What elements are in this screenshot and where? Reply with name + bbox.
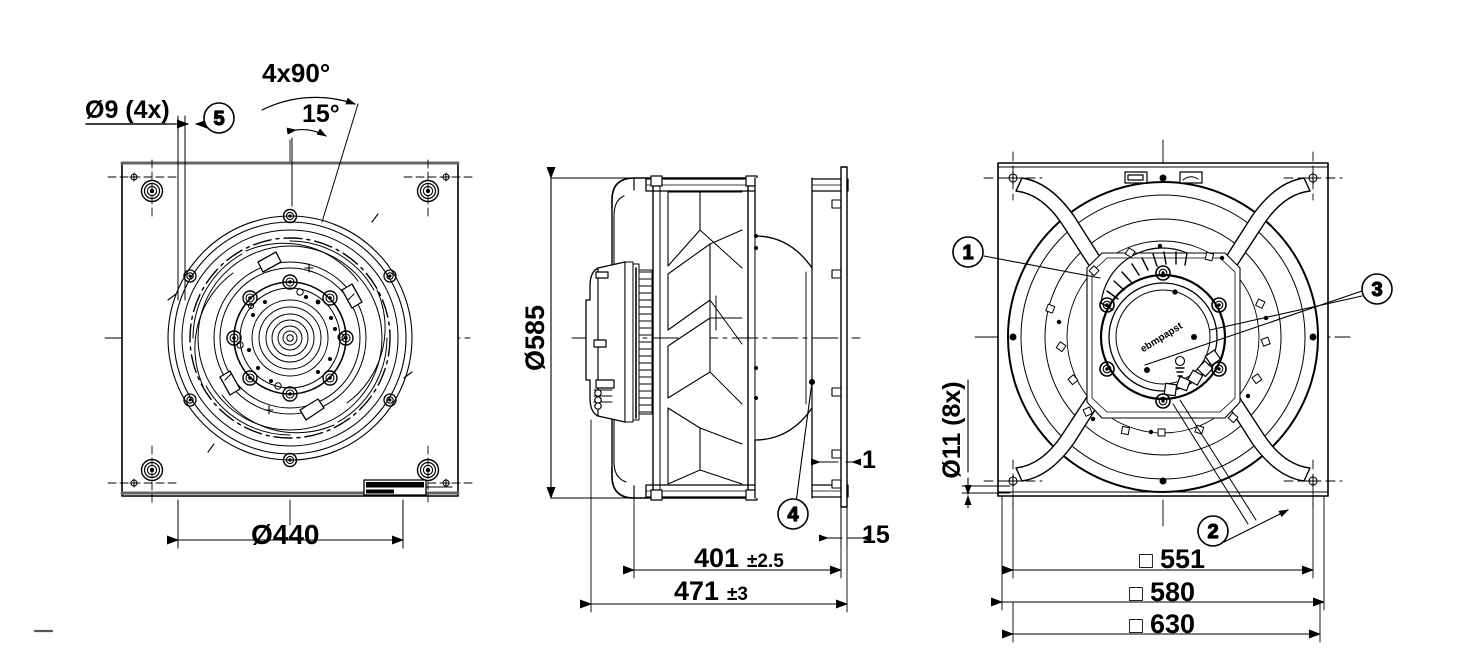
rear-motor: ebmpapst: [1099, 247, 1227, 409]
label-dia585: Ø585: [520, 305, 550, 371]
label-15: 15: [862, 521, 890, 549]
front-nameplate: [363, 479, 453, 496]
front-corner-holes: [107, 159, 473, 503]
side-dim-thk1: [811, 454, 861, 471]
balloon-4-label: 4: [787, 504, 799, 526]
label-471-tol: ±3: [727, 584, 748, 605]
balloon-3: 3: [1144, 273, 1393, 366]
front-ring-ticks: [167, 213, 413, 453]
label-dia9-4x: Ø9 (4x): [85, 96, 170, 124]
side-dim-15: [819, 506, 871, 546]
label-sq-630: 630: [1150, 609, 1195, 639]
rear-housing-circle: [1007, 181, 1319, 493]
label-401-tol: ±2.5: [747, 551, 784, 572]
side-motor: [585, 261, 653, 423]
label-sq-551: 551: [1160, 544, 1205, 574]
rear-dim-squares: [991, 495, 1325, 643]
balloon-3-label: 3: [1371, 279, 1382, 301]
rear-dim-dia11: [961, 379, 1011, 509]
label-dia440: Ø440: [251, 519, 320, 550]
side-dim-dia585: [546, 167, 641, 499]
rear-housing-details: [1045, 171, 1271, 437]
side-dim-471: [580, 419, 848, 613]
label-sq-551-symbol: □: [1139, 547, 1153, 573]
front-dim-dia440: [167, 499, 404, 549]
side-mounting-plate: [840, 166, 848, 508]
front-impeller-blades: [192, 240, 388, 436]
side-dim-401: [623, 497, 842, 579]
label-sq-580: 580: [1150, 577, 1195, 607]
balloon-1-label: 1: [962, 242, 973, 264]
side-fastener-details: [754, 199, 842, 489]
front-hub-fasteners: [226, 274, 354, 402]
front-view-group: 5: [85, 96, 473, 549]
label-401: 401: [694, 543, 739, 573]
front-outer-fasteners: [183, 208, 397, 468]
front-hub-detail-dots: [247, 295, 337, 383]
balloon-2: 2: [1172, 399, 1289, 547]
label-thk1: 1: [862, 446, 876, 474]
front-hub-detail-rings: [236, 288, 345, 390]
side-blades: [667, 191, 743, 485]
label-15deg: 15°: [302, 100, 340, 128]
rear-view-group: ebmpapst: [952, 139, 1393, 643]
balloon-4: 4: [777, 379, 815, 530]
label-sq-580-symbol: □: [1129, 580, 1143, 606]
balloon-1: 1: [952, 236, 1101, 279]
label-4x90: 4x90°: [262, 58, 330, 88]
label-471: 471: [674, 576, 719, 606]
balloon-5-label: 5: [213, 108, 224, 130]
label-dia11-8x: Ø11 (8x): [938, 381, 966, 478]
balloon-2-label: 2: [1207, 521, 1218, 543]
rear-frame-holes: [983, 151, 1343, 509]
balloon-5: 5: [203, 102, 235, 134]
side-struts: [650, 175, 758, 501]
side-view-group: 4: [546, 166, 871, 613]
label-sq-630-symbol: □: [1129, 612, 1143, 638]
front-dim-angles: [261, 96, 359, 223]
